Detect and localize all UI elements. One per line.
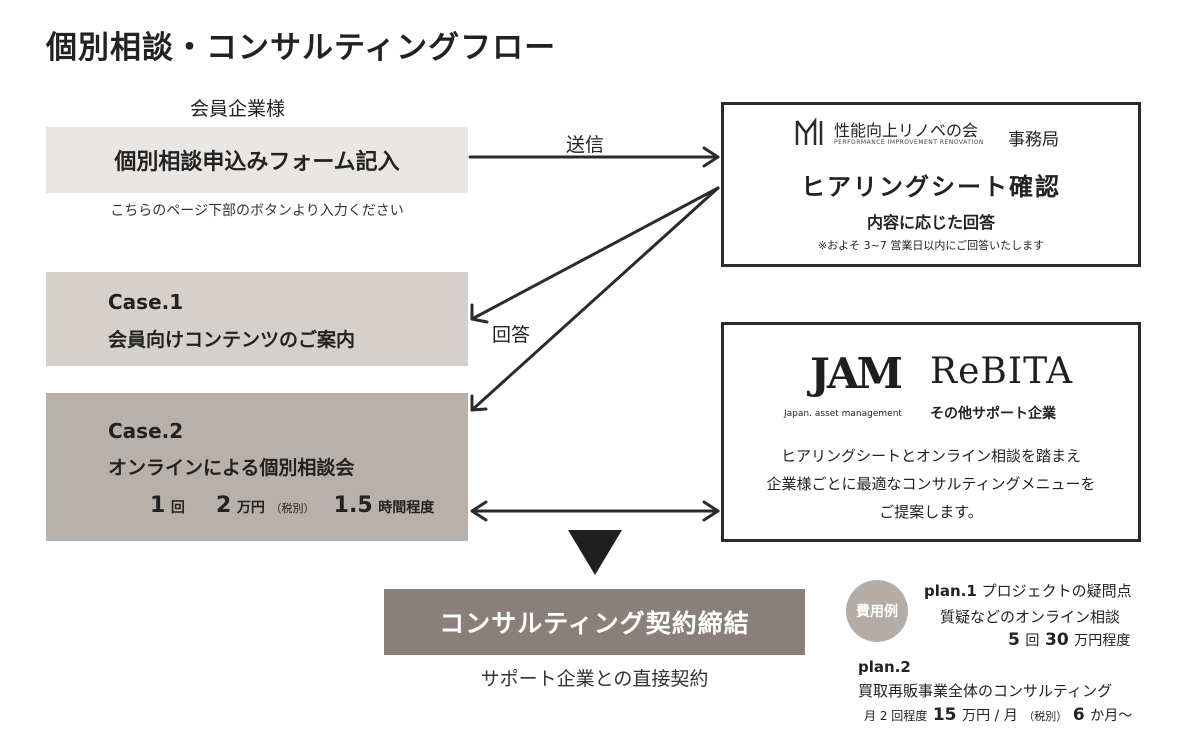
reply-days-note: ※およそ 3~7 営業日以内にご回答いたします	[817, 239, 1045, 252]
bidirectional-arrowhead-right	[702, 500, 720, 522]
jam-caption: Japan. asset management	[784, 409, 902, 419]
case2-desc: オンラインによる個別相談会	[108, 457, 355, 479]
support-line-3: ご提案します。	[879, 503, 983, 521]
reply-arrow-case1	[470, 186, 720, 321]
case2-hours-unit: 時間程度	[378, 500, 435, 516]
form-note: こちらのページ下部のボタンより入力ください	[110, 203, 404, 219]
plan1-label: plan.1	[924, 582, 977, 600]
plan2-price-line: 月 2 回程度 15 万円 / 月 （税別） 6 か月〜	[864, 705, 1132, 725]
plan1-line1: plan.1 プロジェクトの疑問点	[924, 580, 1132, 601]
reply-note: 内容に応じた回答	[866, 213, 995, 232]
page-title: 個別相談・コンサルティングフロー	[46, 30, 557, 66]
case2-hours: 1.5	[333, 493, 373, 518]
case1-title: Case.1	[108, 290, 184, 314]
other-companies-label: その他サポート企業	[930, 406, 1056, 422]
case2-count: 1	[150, 493, 166, 518]
office-label: 事務局	[1008, 130, 1059, 150]
plan2-months-unit: か月〜	[1090, 708, 1133, 724]
hearing-sheet-heading: ヒアリングシート確認	[801, 173, 1061, 201]
consulting-contract-box: コンサルティング契約締結	[384, 589, 805, 655]
send-arrowhead	[702, 146, 720, 168]
form-label: 個別相談申込みフォーム記入	[114, 150, 400, 175]
case2-price: 2	[216, 493, 232, 518]
reply-arrowhead-case2	[470, 394, 488, 412]
plan1-desc1: プロジェクトの疑問点	[981, 582, 1132, 600]
org-logo-icon	[794, 117, 824, 147]
case2-price-line: 1 回 2 万円 （税別） 1.5 時間程度	[150, 493, 434, 518]
jam-logo: JAM	[810, 349, 903, 398]
plan1-price-unit: 万円程度	[1074, 633, 1131, 649]
support-line-2: 企業様ごとに最適なコンサルティングメニューを	[766, 475, 1096, 493]
case1-desc: 会員向けコンテンツのご案内	[108, 329, 356, 351]
rebita-logo: ReBITA	[930, 351, 1074, 392]
fee-example-badge-label: 費用例	[856, 604, 898, 620]
plan1-desc2: 質疑などのオンライン相談	[940, 608, 1121, 626]
office-box: 性能向上リノベの会 PERFORMANCE IMPROVEMENT RENOVA…	[721, 102, 1141, 267]
plan2-months: 6	[1072, 705, 1085, 725]
send-label: 送信	[566, 134, 605, 156]
case2-box: Case.2 オンラインによる個別相談会 1 回 2 万円 （税別） 1.5 時…	[46, 393, 468, 541]
contract-sub: サポート企業との直接契約	[480, 668, 709, 690]
plan2-desc: 買取再販事業全体のコンサルティング	[858, 682, 1113, 700]
org-subtitle: PERFORMANCE IMPROVEMENT RENOVATION	[834, 139, 984, 146]
application-form-box: 個別相談申込みフォーム記入	[46, 127, 468, 193]
org-name: 性能向上リノベの会	[834, 121, 979, 140]
case2-title: Case.2	[108, 419, 184, 443]
contract-label: コンサルティング契約締結	[439, 609, 750, 638]
plan2-tax: （税別）	[1023, 710, 1068, 723]
member-heading: 会員企業様	[190, 98, 286, 120]
fee-example-badge: 費用例	[846, 580, 908, 642]
reply-arrowhead-case1	[470, 303, 489, 324]
case2-tax-note: （税別）	[270, 502, 315, 515]
case2-price-unit: 万円	[236, 500, 265, 516]
plan1-count: 5	[1008, 630, 1020, 650]
case2-count-unit: 回	[170, 500, 185, 516]
plan1-price-line: 5 回 30 万円程度	[1008, 630, 1130, 650]
reply-arrow-case2	[470, 186, 720, 412]
bidirectional-arrowhead-left	[470, 500, 488, 522]
support-line-1: ヒアリングシートとオンライン相談を踏まえ	[780, 447, 1081, 465]
plan1-price: 30	[1045, 630, 1069, 650]
plan1-count-unit: 回	[1025, 633, 1040, 649]
case1-box: Case.1 会員向けコンテンツのご案内	[46, 272, 468, 366]
plan2-prefix: 月 2 回程度	[864, 709, 928, 723]
reply-label: 回答	[492, 324, 531, 346]
plan2-price-unit: 万円 / 月	[962, 708, 1018, 724]
down-triangle-icon	[568, 530, 622, 575]
support-companies-box: JAM Japan. asset management ReBITA その他サポ…	[721, 322, 1141, 542]
plan2-label: plan.2	[858, 658, 911, 676]
plan2-price: 15	[932, 705, 957, 725]
